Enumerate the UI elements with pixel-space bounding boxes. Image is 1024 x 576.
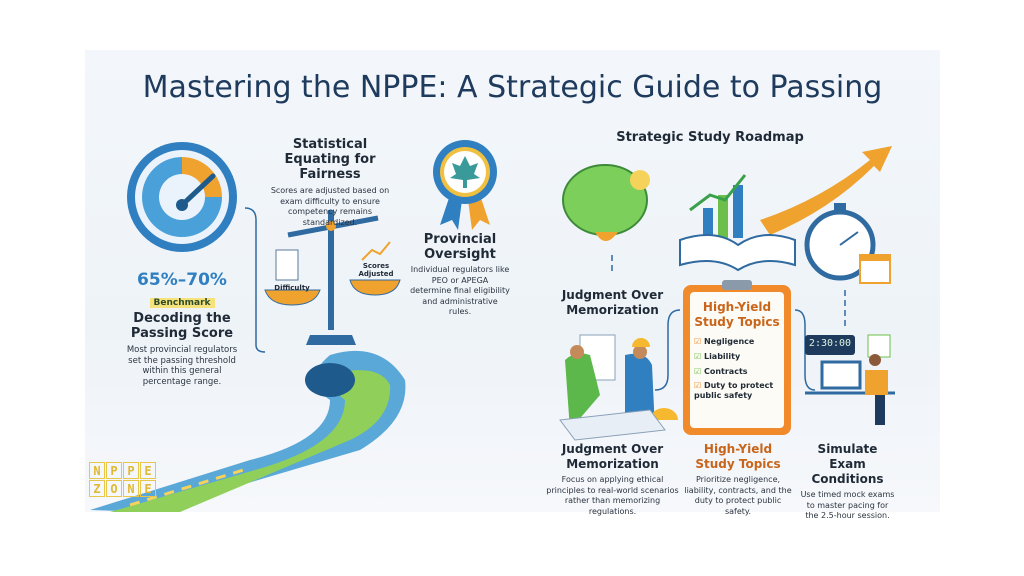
brain-lightbulb-icon	[562, 164, 650, 275]
gauge-icon	[127, 142, 237, 252]
exam-desk-icon	[805, 334, 895, 425]
column-text: Use timed mock exams to master pacing fo…	[800, 490, 895, 520]
book-chart-icon	[679, 146, 892, 272]
topics-column: High-Yield Study Topics Prioritize negli…	[683, 442, 793, 517]
column-heading: Judgment Over Memorization	[561, 442, 664, 471]
checkbox-icon: ☑	[694, 367, 702, 376]
equating-heading: Statistical Equating for Fairness	[284, 137, 376, 182]
benchmark-badge: Benchmark	[149, 298, 215, 308]
infographic-panel	[85, 50, 940, 512]
handshake-engineers-icon	[559, 334, 678, 441]
column-text: Focus on applying ethical principles to …	[546, 475, 679, 516]
passing-range: 65%–70%	[137, 270, 227, 290]
clipboard-icon	[683, 280, 791, 435]
exam-timer: 2:30:00	[808, 338, 852, 349]
oversight-section: Provincial Oversight Individual regulato…	[410, 232, 510, 318]
topic-item: ☑ Negligence	[694, 337, 755, 346]
topic-item: ☑ Duty to protect public safety	[694, 381, 774, 400]
difficulty-label: Difficulty	[274, 284, 310, 292]
clipboard-content: High-Yield Study Topics ☑ Negligence ☑ L…	[690, 300, 784, 401]
checkbox-icon: ☑	[694, 381, 702, 390]
column-heading: Simulate Exam Conditions	[811, 442, 884, 486]
page-title: Mastering the NPPE: A Strategic Guide to…	[142, 70, 883, 105]
passing-text: Most provincial regulators set the passi…	[126, 345, 238, 387]
road-icon	[90, 350, 406, 512]
checkbox-icon: ☑	[694, 337, 702, 346]
topic-item: ☑ Contracts	[694, 367, 748, 376]
judgment-column: Judgment Over Memorization Focus on appl…	[545, 442, 680, 517]
scores-adjusted-label: Scores Adjusted	[358, 262, 394, 278]
clipboard-title: High-Yield Study Topics	[694, 300, 780, 329]
simulate-column: Simulate Exam Conditions Use timed mock …	[800, 442, 895, 522]
column-text: Prioritize negligence, liability, contra…	[684, 475, 792, 516]
roadmap-heading: Strategic Study Roadmap	[616, 130, 804, 145]
passing-score-section: 65%–70% Benchmark Decoding the Passing S…	[122, 270, 242, 387]
maple-leaf-medal-icon	[433, 140, 497, 230]
topic-item: ☑ Liability	[694, 352, 741, 361]
oversight-heading: Provincial Oversight	[423, 232, 497, 262]
judgment-label: Judgment Over Memorization	[561, 288, 664, 317]
oversight-text: Individual regulators like PEO or APEGA …	[410, 265, 510, 316]
balance-scale-icon	[264, 210, 401, 345]
stopwatch-calendar-icon	[804, 203, 891, 330]
checkbox-icon: ☑	[694, 352, 702, 361]
equating-text: Scores are adjusted based on exam diffic…	[270, 186, 390, 227]
passing-heading: Decoding the Passing Score	[130, 311, 234, 341]
equating-section: Statistical Equating for Fairness Scores…	[265, 137, 395, 228]
column-heading: High-Yield Study Topics	[695, 442, 781, 471]
